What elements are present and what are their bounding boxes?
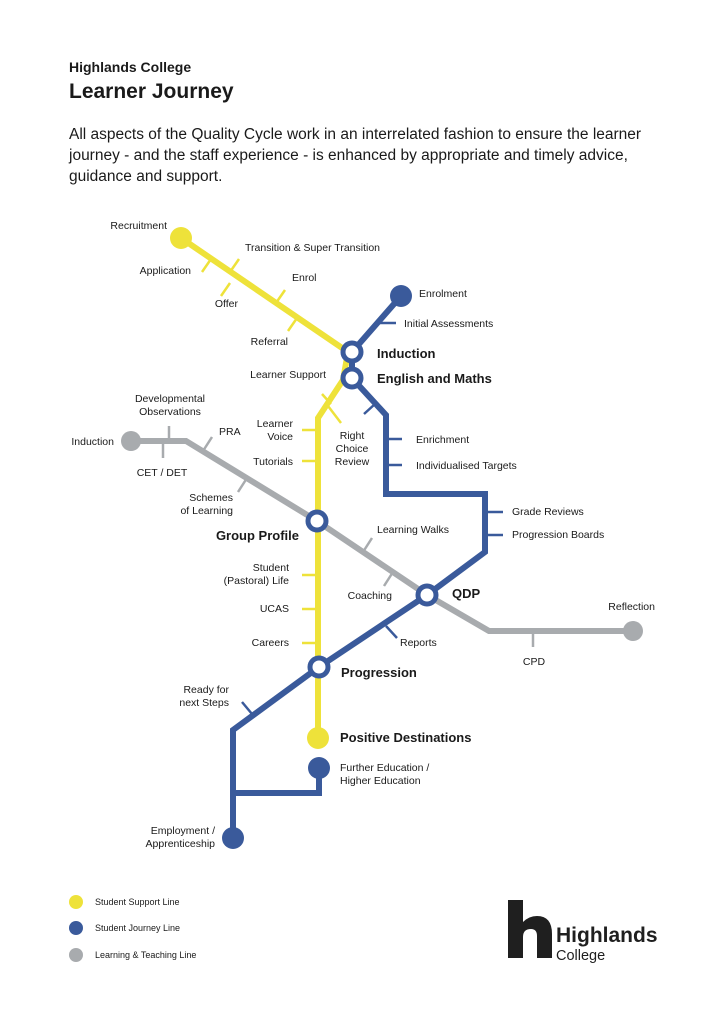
- stop-label: Grade Reviews: [512, 506, 584, 518]
- tick-offer: [219, 282, 232, 297]
- stop-label: next Steps: [179, 697, 229, 709]
- legend-label: Student Journey Line: [95, 923, 180, 933]
- stop-label: Choice: [336, 443, 369, 455]
- stop-label: PRA: [219, 426, 241, 438]
- stop-label: Individualised Targets: [416, 460, 517, 472]
- station-group-profile[interactable]: [305, 509, 329, 533]
- stop-label: Right: [340, 430, 365, 442]
- stop-label: Enrol: [292, 272, 317, 284]
- stop-label: Employment /: [151, 825, 215, 837]
- stop-label: Apprenticeship: [146, 838, 216, 850]
- tick-schemes: [236, 477, 249, 493]
- legend-label: Student Support Line: [95, 897, 180, 907]
- station-progression[interactable]: [307, 655, 331, 679]
- legend: Student Support Line Student Journey Lin…: [69, 895, 196, 962]
- stop-label: Progression Boards: [512, 529, 604, 541]
- stop-label: Enrichment: [416, 434, 469, 446]
- logo-text: Highlands: [556, 924, 658, 947]
- tick-english-maths: [363, 403, 376, 415]
- tick-coaching: [382, 571, 395, 587]
- employment-terminus: [222, 827, 244, 849]
- stop-label: Careers: [252, 637, 289, 649]
- interchanges: [305, 340, 439, 679]
- station-induction[interactable]: [340, 340, 364, 364]
- enrolment-terminus: [390, 285, 412, 307]
- further-education-terminus: [308, 757, 330, 779]
- intro-line: guidance and support.: [69, 168, 223, 185]
- positive-destinations-terminus: [307, 727, 329, 749]
- stop-label: Student: [253, 562, 289, 574]
- logo-text: College: [556, 948, 605, 964]
- stop-label: Learner Support: [250, 369, 326, 381]
- stop-label: of Learning: [180, 505, 233, 517]
- station-label: QDP: [452, 586, 481, 601]
- stop-label: CET / DET: [137, 467, 188, 479]
- stop-label: Learner: [257, 418, 294, 430]
- stop-label: Higher Education: [340, 775, 421, 787]
- stop-label: Developmental: [135, 393, 205, 405]
- station-label: Positive Destinations: [340, 730, 471, 745]
- station-label: Induction: [377, 346, 436, 361]
- legend-gray-dot: [69, 948, 83, 962]
- station-english-maths[interactable]: [340, 366, 364, 390]
- tick-pra: [201, 436, 214, 452]
- tick-reports: [385, 625, 398, 639]
- stop-label: Coaching: [348, 590, 393, 602]
- stop-label: Schemes: [189, 492, 233, 504]
- stop-label: Transition & Super Transition: [245, 242, 380, 254]
- legend-yellow-dot: [69, 895, 83, 909]
- page-title: Learner Journey: [69, 80, 234, 103]
- tick-application: [200, 258, 213, 273]
- stop-label: Reports: [400, 637, 437, 649]
- stop-label: Tutorials: [253, 456, 293, 468]
- stop-label: Learning Walks: [377, 524, 449, 536]
- stop-label: Review: [335, 456, 370, 468]
- stop-label: Recruitment: [110, 220, 167, 232]
- reflection-terminus: [623, 621, 643, 641]
- stop-label: Initial Assessments: [404, 318, 493, 330]
- station-label: English and Maths: [377, 371, 492, 386]
- intro-line: All aspects of the Quality Cycle work in…: [69, 126, 642, 143]
- stop-label: CPD: [523, 656, 546, 668]
- tick-ready: [241, 701, 253, 715]
- intro-paragraph: All aspects of the Quality Cycle work in…: [69, 124, 641, 187]
- tick-learning-walks: [361, 537, 374, 553]
- tick-enrol: [274, 289, 287, 304]
- stop-label: Reflection: [608, 601, 655, 613]
- learning-teaching-line: [121, 426, 643, 647]
- gray-induction-terminus: [121, 431, 141, 451]
- tick-referral: [286, 317, 299, 332]
- logo-h-mark: [508, 900, 552, 958]
- intro-line: journey - and the staff experience - is …: [69, 147, 628, 164]
- highlands-logo: Highlands College: [508, 900, 658, 964]
- legend-label: Learning & Teaching Line: [95, 950, 196, 960]
- stop-label: UCAS: [260, 603, 289, 615]
- stop-label: Voice: [267, 431, 293, 443]
- legend-blue-dot: [69, 921, 83, 935]
- stop-label: Referral: [251, 336, 288, 348]
- stop-label: Offer: [215, 298, 239, 310]
- stop-label: Further Education /: [340, 762, 429, 774]
- stop-label: Observations: [139, 406, 201, 418]
- stop-label: (Pastoral) Life: [224, 575, 290, 587]
- stop-label: Ready for: [183, 684, 229, 696]
- org-name: Highlands College: [69, 59, 192, 75]
- stop-label: Enrolment: [419, 288, 467, 300]
- tick-right-choice: [327, 405, 342, 424]
- tick-learner-support: [321, 393, 332, 405]
- station-qdp[interactable]: [415, 583, 439, 607]
- stop-label: Induction: [71, 436, 114, 448]
- station-label: Progression: [341, 665, 417, 680]
- tick-transition: [228, 258, 241, 273]
- recruitment-terminus: [170, 227, 192, 249]
- station-label: Group Profile: [216, 528, 299, 543]
- stop-label: Application: [140, 265, 192, 277]
